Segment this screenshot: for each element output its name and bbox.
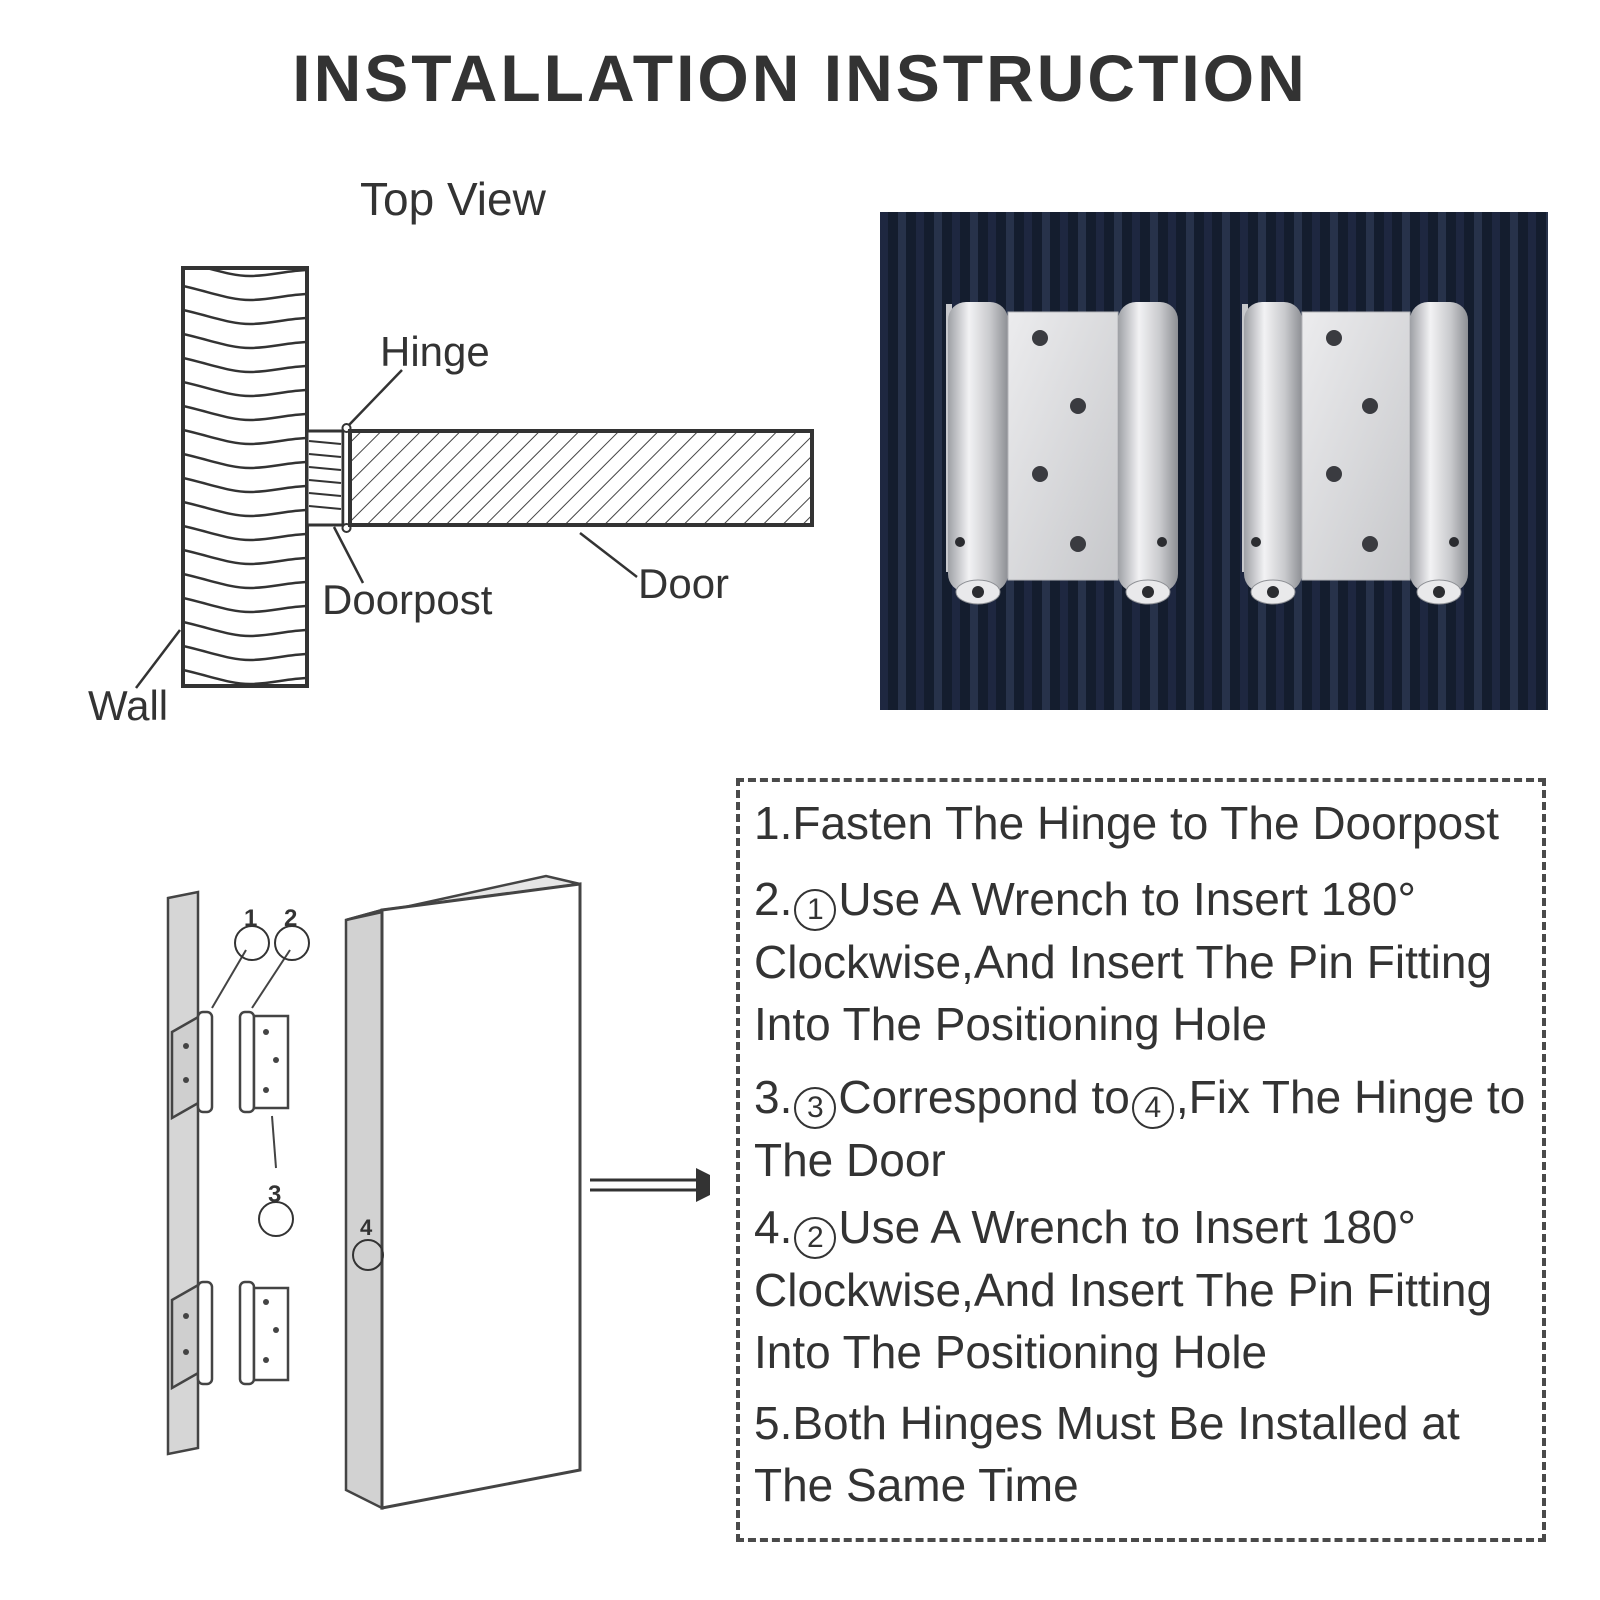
doorpost-leader: [332, 526, 365, 584]
door-leader: [579, 532, 638, 578]
wall-grain-line: [183, 380, 307, 398]
wall-label: Wall: [88, 682, 169, 729]
wall-grain-line: [183, 476, 307, 494]
marker-4: ④: [350, 1212, 386, 1271]
wall-grain-line: [183, 284, 307, 302]
hinge-right: [1242, 302, 1468, 605]
wall-grain-line: [183, 452, 307, 470]
step-1: 1.Fasten The Hinge to The Doorpost: [754, 797, 1499, 849]
step-3-marker-b: 4: [1131, 1087, 1174, 1129]
wall-grain-line: [183, 668, 307, 686]
doorpost-shape: [305, 429, 345, 527]
hinge-leader: [348, 369, 403, 426]
photo-background-stripe: [1222, 212, 1230, 710]
wall-grain-line: [183, 694, 310, 708]
wall-grain-line: [183, 500, 307, 518]
photo-background-stripe: [1528, 212, 1536, 710]
doorpost-label: Doorpost: [322, 576, 493, 623]
photo-background-stripe: [1204, 212, 1212, 710]
page-title: INSTALLATION INSTRUCTION: [292, 41, 1308, 115]
photo-background-stripe: [1510, 212, 1518, 710]
marker-2-num: 2: [284, 905, 298, 932]
arrow-right: [590, 1168, 710, 1202]
door-shape: [348, 429, 814, 527]
product-photo: [880, 212, 1548, 710]
photo-background-stripe: [898, 212, 906, 710]
door-panel: [344, 874, 582, 1510]
wall-leader: [135, 629, 181, 689]
step-5: 5.Both Hinges Must Be Installed at The S…: [754, 1397, 1460, 1511]
photo-background-stripe: [1546, 212, 1548, 710]
top-view-diagram: [135, 266, 814, 708]
wall-grain-line: [183, 308, 307, 326]
marker-1: ①: [232, 900, 272, 961]
assembly-diagram: [166, 874, 710, 1510]
wall-grain-line: [183, 428, 307, 446]
wall-grain-line: [183, 644, 307, 662]
wall-grain-line: [183, 548, 307, 566]
photo-background-stripe: [880, 212, 888, 710]
hinge-left: [946, 302, 1178, 605]
door-label: Door: [638, 560, 730, 607]
lower-hinge: [170, 1280, 290, 1391]
hinge-label: Hinge: [380, 328, 490, 375]
photo-background-stripe: [1492, 212, 1500, 710]
wall-grain-line: [183, 572, 307, 590]
marker-3: ③: [256, 1176, 296, 1237]
photo-background-stripe: [934, 212, 942, 710]
upper-hinge: [170, 1010, 290, 1121]
wall-shape: [181, 266, 310, 708]
wall-grain-line: [201, 268, 307, 278]
top-view-heading: Top View: [360, 173, 546, 225]
step-4-marker: 2: [794, 1217, 837, 1259]
step-3-marker: 3: [794, 1087, 837, 1129]
wall-grain-line: [183, 524, 307, 542]
marker-1-num: 1: [244, 905, 258, 932]
wall-grain-line: [183, 620, 307, 638]
photo-background-stripe: [916, 212, 924, 710]
marker-4-num: 4: [360, 1215, 373, 1240]
step-2-marker: 1: [794, 889, 837, 931]
wall-grain-line: [183, 332, 307, 350]
wall-grain-line: [183, 596, 307, 614]
marker-2: ②: [272, 900, 312, 961]
marker-3-num: 3: [268, 1181, 282, 1208]
wall-grain-line: [183, 356, 307, 374]
photo-background-stripe: [1186, 212, 1194, 710]
product-photo-illustration: [880, 212, 1548, 710]
wall-grain-line: [183, 404, 307, 422]
photo-background-stripe: [1474, 212, 1482, 710]
